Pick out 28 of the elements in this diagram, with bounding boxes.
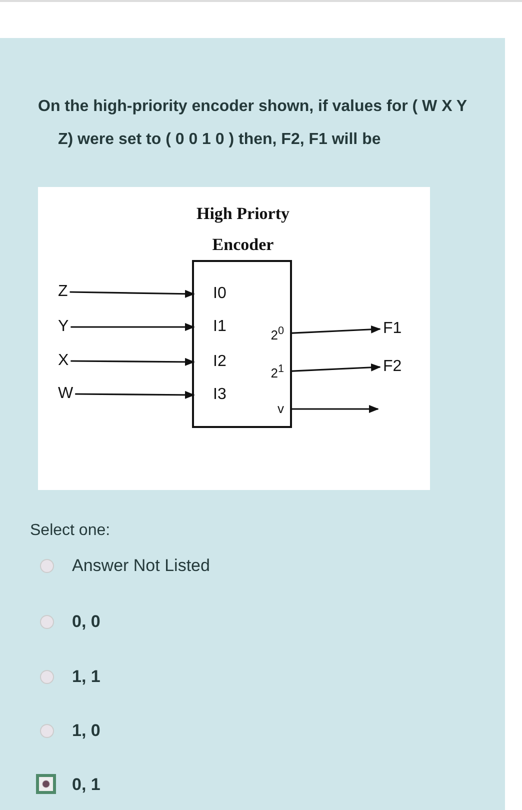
option-label: 1, 1 — [72, 667, 100, 687]
pin-label: 2$^{0}$ — [270, 321, 290, 346]
input-label: Z — [58, 282, 68, 302]
pin-label: I2 — [194, 352, 226, 372]
option-label: 1, 0 — [72, 721, 100, 741]
prompt-text: Select one: — [30, 522, 110, 540]
pin-label: 2$^{1}$ — [270, 359, 290, 384]
arrow — [70, 358, 195, 366]
arrow — [70, 323, 195, 331]
input-label: W — [58, 384, 74, 404]
question-text: On the high-priority encoder shown, if values for ( W X Y Z) were set to ( 0 0 1 0 ) then, F2, F1 will be — [38, 97, 468, 150]
output-label: F1 — [383, 319, 402, 339]
arrow — [290, 405, 379, 413]
option-label: Answer Not Listed — [72, 556, 210, 576]
pin-label: I1 — [194, 317, 226, 337]
arrow — [75, 390, 195, 399]
option-label: 0, 1 — [72, 775, 100, 795]
input-label: Y — [58, 317, 69, 337]
pin-label: I3 — [194, 385, 226, 405]
arrow — [290, 363, 381, 372]
block-title: High Priorty Encoder — [195, 203, 290, 256]
arrow — [290, 325, 381, 334]
output-label: F2 — [383, 357, 402, 377]
option-label: 0, 0 — [72, 612, 100, 632]
pin-label: v — [278, 399, 290, 419]
input-label: X — [58, 351, 69, 371]
arrow — [70, 290, 195, 298]
pin-label: I0 — [194, 284, 226, 304]
